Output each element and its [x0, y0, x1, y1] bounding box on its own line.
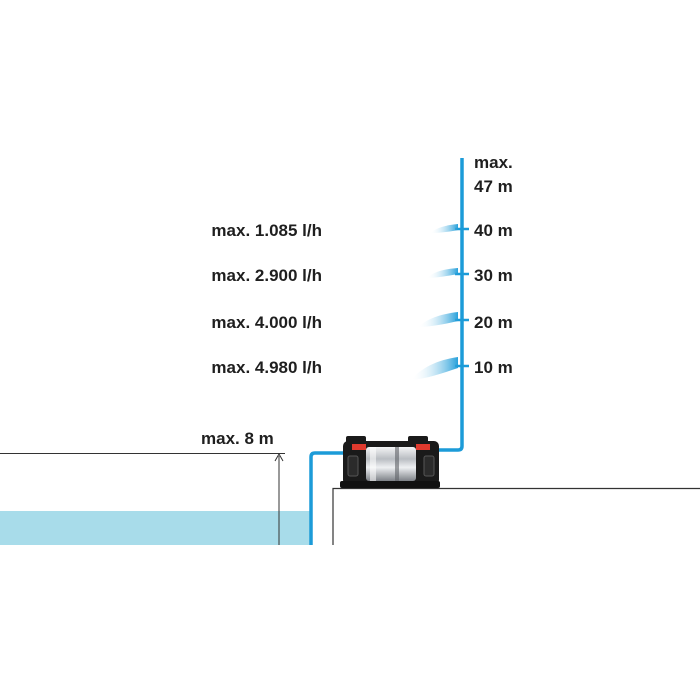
- max-head-line1: max.: [474, 153, 513, 172]
- height-label: 20 m: [474, 313, 513, 332]
- pump-icon: [340, 436, 440, 488]
- height-label: 10 m: [474, 358, 513, 377]
- performance-row: max. 4.000 l/h 20 m: [211, 313, 512, 332]
- performance-row: max. 4.980 l/h 10 m: [211, 358, 512, 377]
- height-label: 40 m: [474, 221, 513, 240]
- discharge-pipe: [430, 158, 464, 452]
- water-jet-icon: [427, 268, 458, 278]
- flow-rate-label: max. 2.900 l/h: [211, 266, 322, 285]
- water-jet-icon: [411, 357, 458, 380]
- max-head-label: max. 47 m: [474, 153, 513, 196]
- platform-outline: [332, 487, 700, 545]
- water-jet-icon: [430, 224, 458, 233]
- suction-depth-label: max. 8 m: [201, 429, 274, 448]
- arrow-up-icon: [274, 452, 284, 545]
- suction-pipe: [309, 451, 350, 545]
- flow-rate-label: max. 4.000 l/h: [211, 313, 322, 332]
- performance-row: max. 2.900 l/h 30 m: [211, 266, 512, 285]
- height-label: 30 m: [474, 266, 513, 285]
- water-surface: [0, 511, 312, 545]
- water-jet-icon: [418, 312, 458, 327]
- flow-rate-label: max. 1.085 l/h: [211, 221, 322, 240]
- max-head-line2: 47 m: [474, 177, 513, 196]
- performance-row: max. 1.085 l/h 40 m: [211, 221, 512, 240]
- flow-rate-label: max. 4.980 l/h: [211, 358, 322, 377]
